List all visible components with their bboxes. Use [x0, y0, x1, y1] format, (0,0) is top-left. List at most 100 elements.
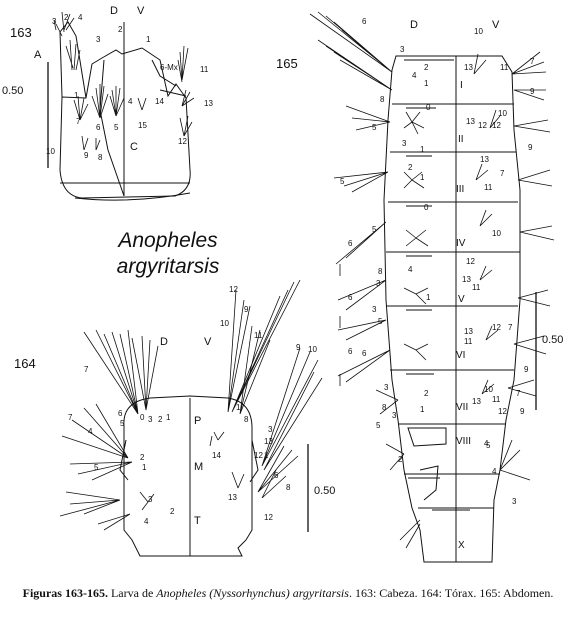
seta-number: 1 [74, 91, 79, 100]
fig164-number: 164 [14, 356, 36, 371]
label-t: T [194, 515, 201, 527]
prothorax-lobe [119, 439, 259, 483]
seta-number: 13 [264, 437, 273, 446]
seta-number: 4 [128, 97, 133, 106]
seta-number: 0 [424, 203, 429, 212]
thorax-outline [123, 395, 253, 557]
fig164-scale-label: 0.50 [314, 485, 335, 497]
seta-number: 6 [118, 409, 123, 418]
seta-number: 9 [530, 87, 535, 96]
seta-number: 6 [348, 293, 353, 302]
seta-number: 2 [64, 13, 69, 22]
seta-number: 9 [84, 151, 89, 160]
caption-species: Anopheles (Nyssorhynchus) argyritarsis [156, 586, 349, 600]
segment-label: I [460, 80, 463, 91]
seta-number: 3 [268, 425, 273, 434]
segment-label: VIII [456, 436, 471, 447]
seta-number: 3 [392, 411, 397, 420]
fig163-labels: 163 A D V C 6-Mx 0.50 [2, 5, 178, 153]
head-capsule-outline [59, 47, 191, 199]
seta-number: 10 [492, 229, 501, 238]
fig163-setae [53, 11, 195, 151]
fig164-setae-numbers: 7 6 5 4 0 3 2 1 8 9 12 10 11 9 10 14 1 3… [68, 285, 317, 526]
seta-number: 4 [412, 71, 417, 80]
seta-number: 1 [420, 145, 425, 154]
seta-number: 3 [384, 383, 389, 392]
segment-label: X [458, 540, 465, 551]
seta-number: 12 [478, 121, 487, 130]
title-species: argyritarsis [116, 255, 220, 278]
head-collar [60, 182, 191, 201]
seta-number: 10 [46, 147, 55, 156]
head-suture [99, 59, 125, 197]
label-v: V [204, 336, 212, 348]
seta-number: 5 [376, 421, 381, 430]
seta-number: 4 [78, 13, 83, 22]
seta-number: 5 [378, 317, 383, 326]
seta-number: 1 [146, 35, 151, 44]
seta-number: 12 [498, 407, 507, 416]
segment-label: VI [456, 350, 465, 361]
seta-number: 4 [88, 427, 93, 436]
seta-number: 10 [308, 345, 317, 354]
seta-number: 2 [140, 453, 145, 462]
seta-number: 7 [530, 57, 535, 66]
seta-number: 6 [348, 239, 353, 248]
label-c: C [130, 141, 138, 153]
figure-drawing: 3 2 4 1 2 3 1 11 7 6 5 4 14 13 15 12 10 … [2, 5, 563, 563]
label-d: D [110, 5, 118, 17]
seta-number: 12 [264, 513, 273, 522]
seta-number: 6 [362, 349, 367, 358]
seta-number: 9 [296, 343, 301, 352]
seta-number: 10 [484, 385, 493, 394]
seta-number: 1 [166, 413, 171, 422]
seta-number: 3 [402, 139, 407, 148]
seta-number: 1 [420, 173, 425, 182]
seta-number: 2 [170, 507, 175, 516]
seta-number: 9 [524, 365, 529, 374]
species-title: Anopheles argyritarsis [78, 228, 258, 280]
figure-caption: Figuras 163-165. Larva de Anopheles (Nys… [10, 586, 566, 601]
fig163-number: 163 [10, 25, 32, 40]
fig163-scale-label: 0.50 [2, 85, 23, 97]
fig163-setae-numbers: 3 2 4 1 2 3 1 11 7 6 5 4 14 13 15 12 10 … [46, 13, 213, 162]
seta-number: 7 [516, 389, 521, 398]
seta-number: 11 [200, 65, 209, 74]
seta-number: 7 [508, 323, 513, 332]
seta-number: 5 [340, 177, 345, 186]
fig165-setae [309, 11, 555, 549]
fig165-segment-labels: I II III IV V VI VII VIII X [456, 80, 471, 551]
seta-number: 8 [378, 267, 383, 276]
seta-number: 3 [372, 305, 377, 314]
seta-number: 1 [420, 405, 425, 414]
seta-number: 11 [484, 183, 493, 192]
seta-number: 3 [400, 45, 405, 54]
maxilla-outline [151, 59, 187, 97]
caption-text-2: . 163: Cabeza. 164: Tórax. 165: Abdomen. [348, 586, 554, 600]
fig165-setae-numbers: 6 10 3 13 11 7 2 4 1 9 12 13 8 0 5 12 10… [340, 17, 535, 506]
caption-text-1: Larva de [107, 586, 157, 600]
seta-number: 1 [424, 79, 429, 88]
seta-number: 3 [512, 497, 517, 506]
seta-number: 12 [229, 285, 238, 294]
label-m: M [194, 461, 203, 473]
segment-boundaries [386, 103, 520, 509]
segment-label: II [458, 134, 464, 145]
label-a: A [34, 49, 42, 61]
seta-number: 6 [96, 123, 101, 132]
seta-number: 7 [76, 117, 81, 126]
seta-number: 8 [382, 403, 387, 412]
seta-number: 14 [155, 97, 164, 106]
seta-number: 3 [376, 279, 381, 288]
seta-number: 13 [462, 275, 471, 284]
seta-number: 3 [148, 415, 153, 424]
seta-number: 11 [254, 331, 263, 340]
seta-number: 2 [424, 389, 429, 398]
seta-number: 8 [286, 483, 291, 492]
label-d: D [160, 336, 168, 348]
seta-number: 13 [464, 63, 473, 72]
seta-number: 13 [464, 327, 473, 336]
seta-number: 2 [424, 63, 429, 72]
seta-number: 2 [408, 163, 413, 172]
seta-number: 7 [68, 413, 73, 422]
